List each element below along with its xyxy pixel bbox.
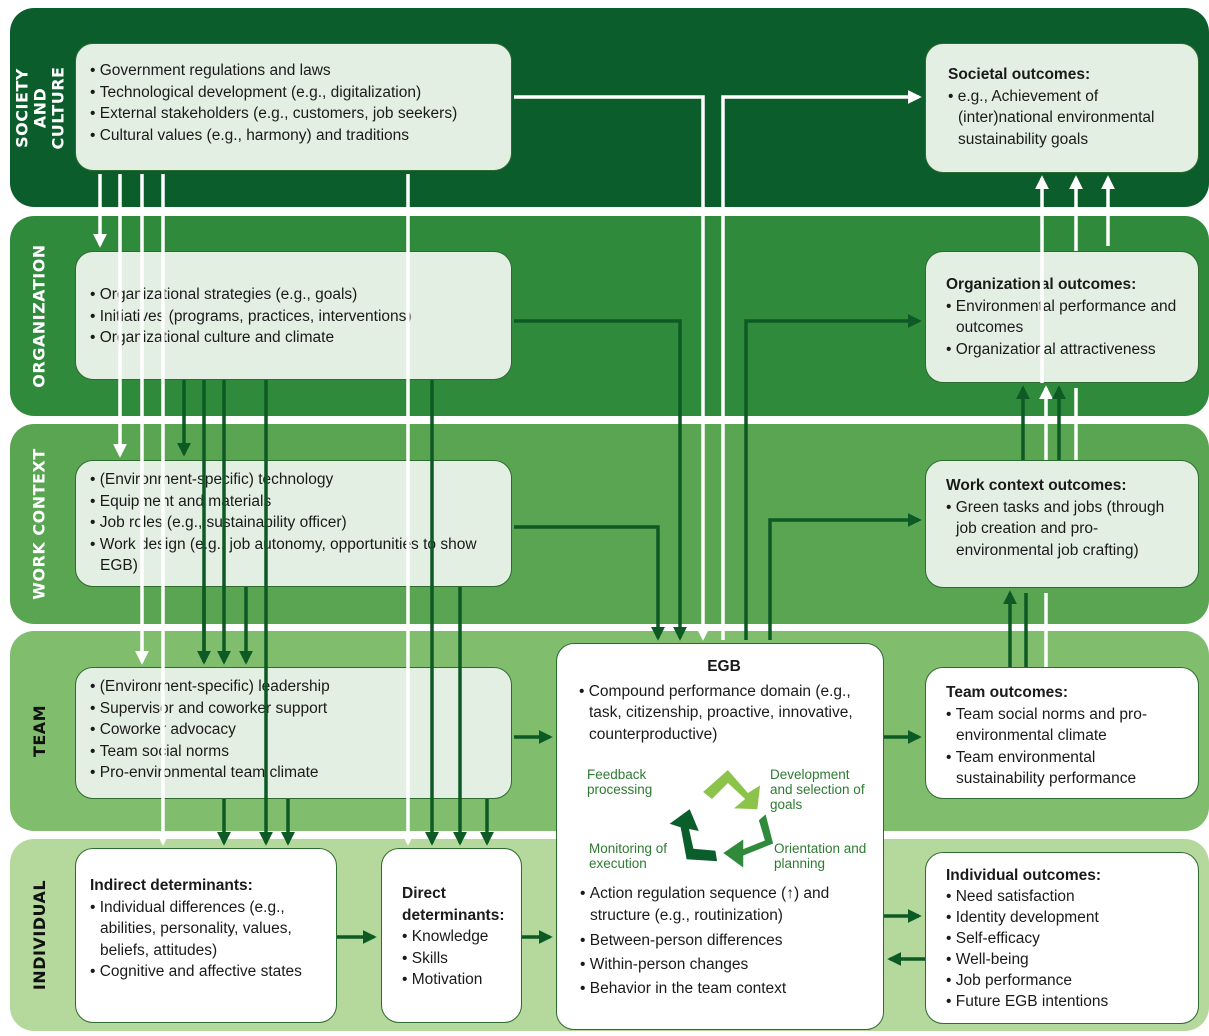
organization-item: Organizational strategies (e.g., goals) — [90, 284, 497, 306]
egb-item: Compound performance domain (e.g., task,… — [579, 681, 869, 746]
band-label-organization: ORGANIZATION — [30, 244, 50, 388]
work-context-outcome-item: Green tasks and jobs (through job creati… — [946, 497, 1188, 562]
indirect-determinants-title: Indirect determinants: — [90, 877, 253, 894]
individual-outcomes-box: Individual outcomes: Need satisfaction I… — [925, 852, 1199, 1024]
organization-item: Organizational culture and climate — [90, 327, 497, 349]
direct-determinants-box: Direct determinants: Knowledge Skills Mo… — [381, 848, 522, 1023]
cycle-label-orientation: Orientation and planning — [774, 841, 867, 871]
direct-determinants-title: Direct determinants: — [402, 885, 505, 924]
team-outcomes-title: Team outcomes: — [946, 684, 1069, 701]
individual-outcomes-title: Individual outcomes: — [946, 867, 1102, 884]
egb-bottom-items: Action regulation sequence (↑) and struc… — [580, 883, 870, 1000]
societal-outcomes-box: Societal outcomes: e.g., Achievement of … — [925, 43, 1199, 173]
work-context-outcomes-title: Work context outcomes: — [946, 477, 1127, 494]
egb-item: Behavior in the team context — [580, 978, 870, 1000]
organizational-outcomes-title: Organizational outcomes: — [946, 276, 1137, 293]
work-context-factors-box: (Environment-specific) technology Equipm… — [75, 460, 512, 587]
society-item: Cultural values (e.g., harmony) and trad… — [90, 125, 497, 147]
team-outcomes-box: Team outcomes: Team social norms and pro… — [925, 667, 1199, 799]
society-item: Government regulations and laws — [90, 60, 497, 82]
egb-item: Within-person changes — [580, 954, 870, 976]
band-label-society: SOCIETY AND CULTURE — [12, 66, 67, 149]
team-factors-box: (Environment-specific) leadership Superv… — [75, 667, 512, 799]
direct-item: Knowledge — [402, 926, 511, 948]
team-outcome-item: Team social norms and pro-environmental … — [946, 704, 1188, 747]
organizational-outcomes-box: Organizational outcomes: Environmental p… — [925, 251, 1199, 383]
team-item: Supervisor and coworker support — [90, 698, 497, 720]
organization-factors-box: Organizational strategies (e.g., goals) … — [75, 251, 512, 380]
individual-outcome-item: Future EGB intentions — [946, 991, 1188, 1012]
band-label-individual: INDIVIDUAL — [30, 879, 49, 991]
work-context-item: Work design (e.g., job autonomy, opportu… — [90, 534, 497, 577]
team-item: Pro-environmental team climate — [90, 762, 497, 784]
organizational-outcome-item: Environmental performance and outcomes — [946, 296, 1188, 339]
egb-item: Between-person differences — [580, 930, 870, 952]
indirect-item: Individual differences (e.g., abilities,… — [90, 897, 322, 962]
band-label-team: TEAM — [30, 704, 49, 758]
team-item: (Environment-specific) leadership — [90, 676, 497, 698]
individual-outcome-item: Well-being — [946, 949, 1188, 970]
indirect-item: Cognitive and affective states — [90, 961, 322, 983]
cycle-label-feedback: Feedback processing — [587, 767, 653, 797]
work-context-item: Equipment and materials — [90, 491, 497, 513]
direct-item: Motivation — [402, 969, 511, 991]
society-item: External stakeholders (e.g., customers, … — [90, 103, 497, 125]
society-item: Technological development (e.g., digital… — [90, 82, 497, 104]
work-context-item: (Environment-specific) technology — [90, 469, 497, 491]
society-factors-box: Government regulations and laws Technolo… — [75, 43, 512, 171]
individual-outcome-item: Need satisfaction — [946, 886, 1188, 907]
cycle-label-development: Development and selection of goals — [770, 767, 865, 812]
individual-outcome-item: Identity development — [946, 907, 1188, 928]
organizational-outcome-item: Organizational attractiveness — [946, 339, 1188, 361]
societal-outcomes-title: Societal outcomes: — [948, 66, 1091, 83]
individual-outcome-item: Self-efficacy — [946, 928, 1188, 949]
organization-item: Initiatives (programs, practices, interv… — [90, 306, 497, 328]
work-context-outcomes-box: Work context outcomes: Green tasks and j… — [925, 460, 1199, 588]
individual-outcome-item: Job performance — [946, 970, 1188, 991]
team-outcome-item: Team environmental sustainability perfor… — [946, 747, 1188, 790]
direct-item: Skills — [402, 948, 511, 970]
work-context-item: Job roles (e.g., sustainability officer) — [90, 512, 497, 534]
egb-title: EGB — [707, 658, 741, 675]
egb-item: Action regulation sequence (↑) and struc… — [580, 883, 870, 927]
team-item: Team social norms — [90, 741, 497, 763]
indirect-determinants-box: Indirect determinants: Individual differ… — [75, 848, 337, 1023]
team-item: Coworker advocacy — [90, 719, 497, 741]
societal-outcome-item: e.g., Achievement of (inter)national env… — [948, 86, 1186, 151]
cycle-label-monitoring: Monitoring of execution — [589, 841, 668, 871]
band-label-work-context: WORK CONTEXT — [30, 448, 49, 600]
